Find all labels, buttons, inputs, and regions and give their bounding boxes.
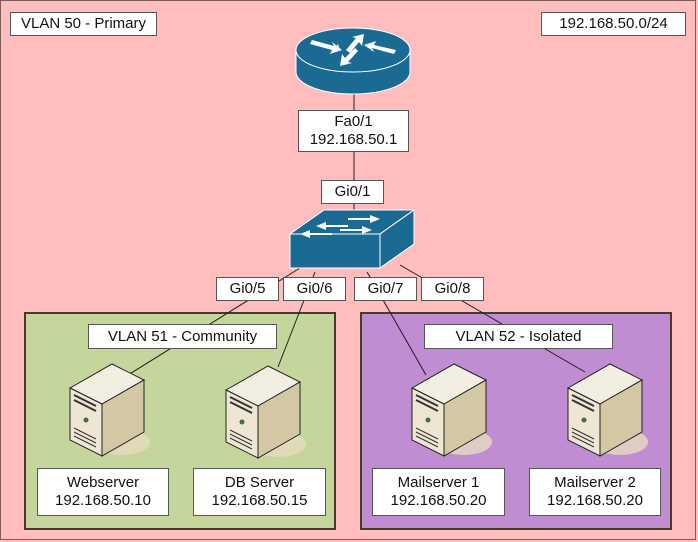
router-icon[interactable] [294,26,412,96]
server-icon[interactable] [562,362,652,458]
mailserver-1-label: Mailserver 1 192.168.50.20 [372,468,505,516]
server-name: Webserver [66,474,140,491]
server-ip: 192.168.50.10 [55,492,151,509]
db-server-label: DB Server 192.168.50.15 [193,468,326,516]
switch-icon[interactable] [288,208,416,270]
router-interface: Fa0/1 [334,113,373,130]
mailserver-2-label: Mailserver 2 192.168.50.20 [529,468,661,516]
server-icon[interactable] [220,364,310,460]
server-name: DB Server [224,474,295,491]
router-ip: 192.168.50.1 [309,131,398,148]
server-ip: 192.168.50.15 [211,492,308,509]
port-gi0-8: Gi0/8 [421,277,484,301]
switch-uplink-port: Gi0/1 [321,180,384,204]
server-ip: 192.168.50.20 [390,492,487,509]
router-interface-label: Fa0/1 192.168.50.1 [298,110,409,152]
subnet-label: 192.168.50.0/24 [541,12,686,36]
server-ip: 192.168.50.20 [547,492,643,509]
port-gi0-5: Gi0/5 [216,277,279,301]
port-gi0-6: Gi0/6 [283,277,346,301]
server-icon[interactable] [64,362,154,458]
webserver-label: Webserver 192.168.50.10 [37,468,169,516]
server-name: Mailserver 2 [554,474,636,491]
vlan-51-label: VLAN 51 - Community [88,324,277,349]
vlan-52-label: VLAN 52 - Isolated [424,324,613,349]
port-gi0-7: Gi0/7 [354,277,417,301]
vlan-50-title: VLAN 50 - Primary [10,12,157,36]
server-icon[interactable] [406,362,496,458]
server-name: Mailserver 1 [397,474,480,491]
